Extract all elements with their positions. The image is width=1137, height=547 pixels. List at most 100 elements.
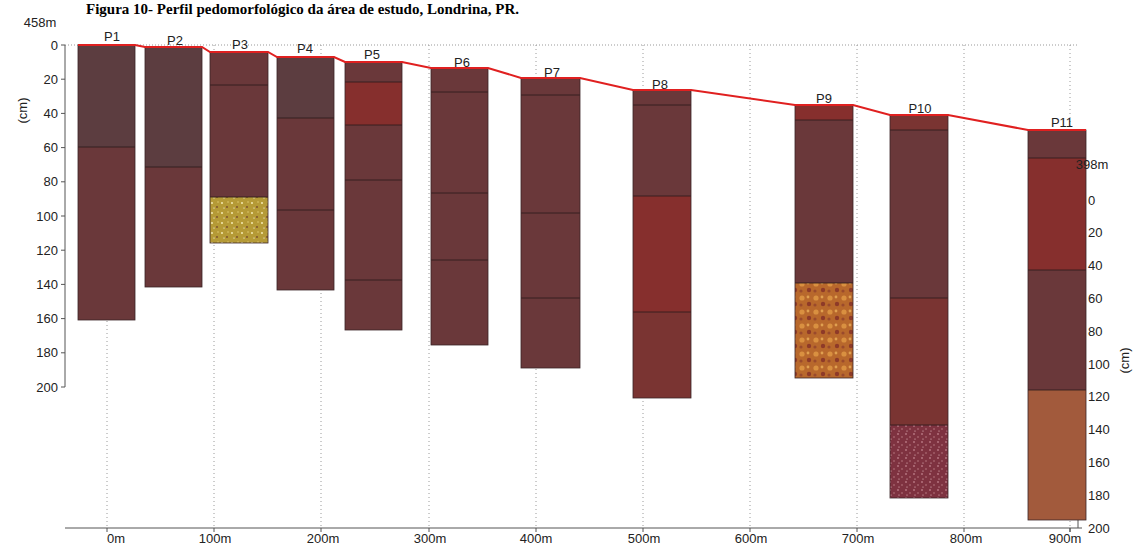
horizon-boundary: [633, 312, 691, 313]
horizon-boundary: [521, 298, 580, 299]
soil-horizon: [345, 280, 402, 330]
soil-horizon: [145, 47, 202, 167]
profile-outline: [795, 105, 853, 378]
horizon-boundary: [210, 197, 268, 198]
depth-tick: 80: [44, 175, 58, 188]
depth-tick: 200: [1088, 522, 1110, 535]
horizon-boundary: [210, 85, 268, 86]
depth-tick: 40: [1088, 259, 1102, 272]
elevation-label: 458m: [24, 16, 57, 29]
horizon-boundary: [431, 193, 488, 194]
soil-horizon: [277, 57, 334, 118]
soil-horizon: [795, 105, 853, 120]
axis-tick: [61, 318, 65, 319]
horizon-boundary: [345, 180, 402, 181]
depth-tick: 120: [1088, 390, 1110, 403]
soil-horizon: [521, 298, 580, 368]
profile-label: P2: [167, 34, 183, 47]
depth-tick: 160: [36, 312, 58, 325]
elevation-label: 398m: [1076, 158, 1109, 171]
soil-horizon: [431, 193, 488, 260]
profile-outline: [145, 47, 202, 287]
profile-label: P7: [544, 66, 560, 79]
depth-tick: 160: [1088, 456, 1110, 469]
profile-outline: [431, 68, 488, 345]
profile-outline: [210, 52, 268, 243]
soil-horizon: [210, 52, 268, 85]
axis-unit: (cm): [16, 97, 29, 123]
soil-horizon: [345, 125, 402, 180]
depth-tick: 20: [1088, 226, 1102, 239]
axis-tick: [61, 45, 65, 46]
axis-tick: [1078, 528, 1082, 529]
horizon-boundary: [345, 125, 402, 126]
horizon-boundary: [277, 118, 334, 119]
soil-horizon: [1028, 158, 1086, 270]
axis-tick: [61, 147, 65, 148]
profile-outline: [277, 57, 334, 290]
axis-tick: [61, 352, 65, 353]
profile-outline: [521, 78, 580, 368]
soil-horizon: [1028, 130, 1086, 158]
horizon-boundary: [1028, 270, 1086, 271]
axis-tick: [61, 79, 65, 80]
depth-tick: 100: [1088, 358, 1110, 371]
profile-outline: [345, 62, 402, 330]
axis-tick: [61, 387, 65, 388]
soil-horizon: [345, 82, 402, 125]
horizon-boundary: [145, 167, 202, 168]
distance-label: 0m: [107, 532, 125, 545]
horizon-boundary: [345, 280, 402, 281]
axis-tick: [61, 284, 65, 285]
depth-tick: 200: [36, 381, 58, 394]
depth-tick: 60: [1088, 292, 1102, 305]
horizon-boundary: [890, 130, 948, 131]
soil-horizon: [210, 85, 268, 197]
soil-horizon: [633, 196, 691, 312]
depth-tick: 20: [44, 73, 58, 86]
distance-label: 100m: [199, 532, 232, 545]
grid-line: [857, 45, 858, 528]
horizon-boundary: [795, 283, 853, 284]
soil-horizon: [431, 92, 488, 193]
horizon-boundary: [890, 425, 948, 426]
horizon-boundary: [431, 92, 488, 93]
distance-label: 200m: [307, 532, 340, 545]
soil-horizon: [795, 283, 853, 378]
soil-horizon: [431, 260, 488, 345]
depth-tick: 180: [1088, 489, 1110, 502]
profile-label: P5: [364, 48, 380, 61]
profile-outline: [890, 115, 948, 498]
distance-label: 300m: [414, 532, 447, 545]
depth-tick: 0: [51, 39, 58, 52]
soil-horizon: [345, 180, 402, 280]
profile-outline: [78, 45, 135, 320]
soil-horizon: [277, 118, 334, 210]
profile-outline: [1028, 130, 1086, 520]
soil-horizon: [345, 62, 402, 82]
soil-horizon: [277, 210, 334, 290]
horizon-boundary: [78, 147, 135, 148]
profile-label: P3: [232, 38, 248, 51]
distance-label: 900m: [1049, 532, 1082, 545]
depth-tick: 140: [36, 278, 58, 291]
depth-tick: 80: [1088, 325, 1102, 338]
profile-label: P11: [1051, 116, 1073, 129]
horizon-boundary: [890, 298, 948, 299]
soil-horizon: [78, 147, 135, 320]
soil-horizon: [890, 130, 948, 298]
soil-horizon: [633, 312, 691, 398]
soil-horizon: [521, 213, 580, 298]
profile-label: P6: [454, 56, 470, 69]
horizon-boundary: [277, 210, 334, 211]
figure-title: Figura 10- Perfil pedomorfológico da áre…: [86, 2, 519, 17]
depth-tick: 120: [36, 244, 58, 257]
axis-tick: [61, 113, 65, 114]
soil-horizon: [1028, 390, 1086, 520]
horizon-boundary: [633, 196, 691, 197]
depth-tick: 140: [1088, 423, 1110, 436]
axis-tick: [61, 250, 65, 251]
distance-label: 400m: [520, 532, 553, 545]
profile-label: P4: [297, 42, 313, 55]
soil-horizon: [633, 105, 691, 196]
